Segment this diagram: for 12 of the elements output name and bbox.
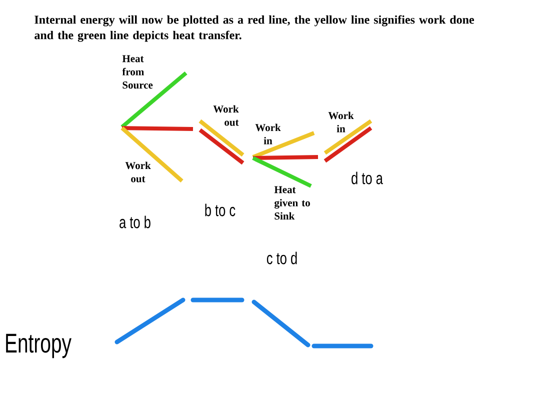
step-label: d to a [352,172,383,184]
step-label: a to b [120,216,150,228]
heat-label: Heat given to Sink [274,186,310,220]
work-label: Work out [213,105,239,126]
heading: Internal energy will now be plotted as a red line, the yellow line signifies work done and the green line depicts heat transfer. [34,15,474,42]
work-label: Work in [328,112,354,132]
heat-label: Heat from Source [122,55,153,89]
step-label: c to d [266,252,297,264]
step-label: b to c [205,204,236,216]
work-label: Work out [125,162,151,182]
axis-label: Entropy [6,334,72,358]
work-label: Work in [255,124,281,144]
